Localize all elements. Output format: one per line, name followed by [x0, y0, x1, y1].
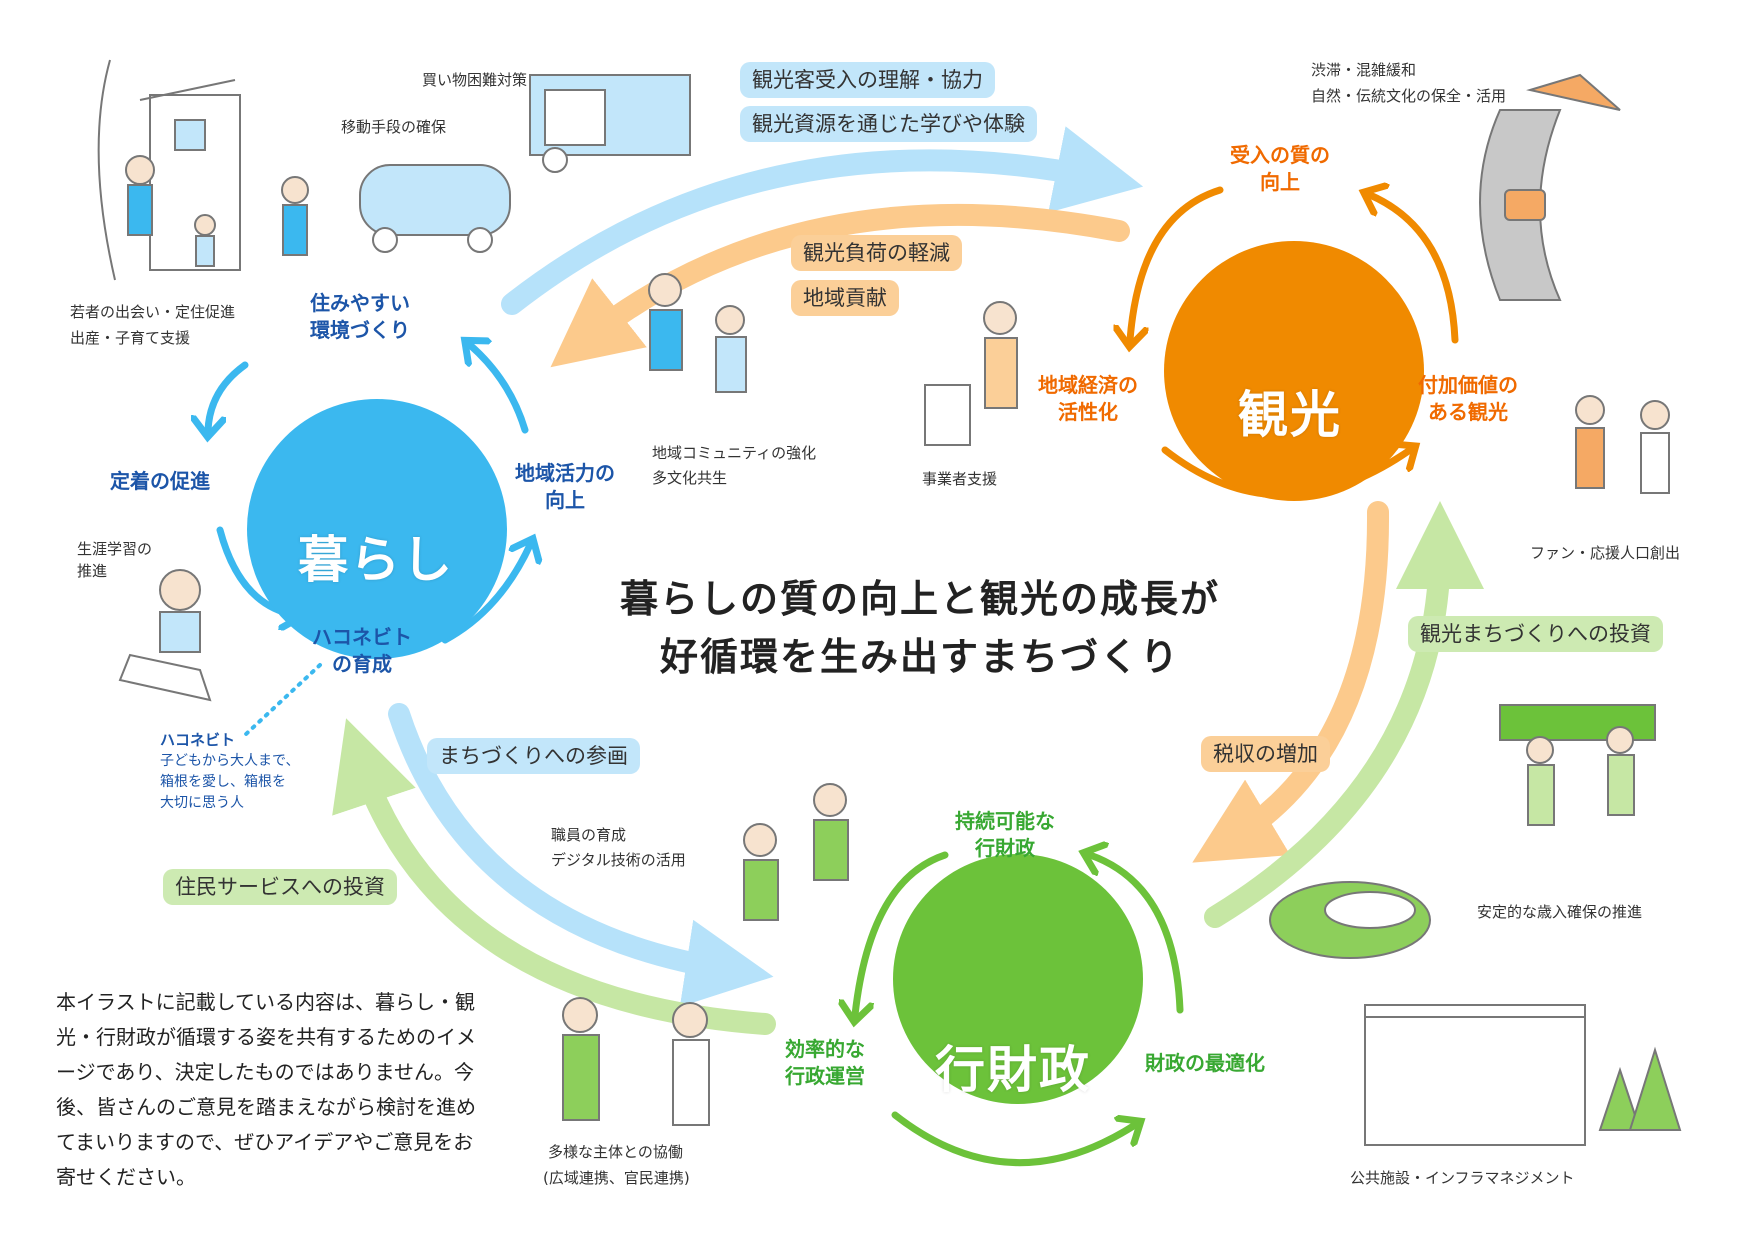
- hakonebito-note-line: 大切に思う人: [160, 795, 244, 811]
- flow-label-understanding: 観光客受入の理解・協力: [740, 62, 995, 98]
- main-title: 暮らしの質の向上と観光の成長が 好循環を生み出すまちづくり: [520, 570, 1320, 686]
- caption-business: 事業者支援: [922, 470, 998, 488]
- flow-label-load-reduction: 観光負荷の軽減: [791, 235, 962, 271]
- kanko-cycle-economy: 地域経済の 活性化: [1038, 373, 1138, 424]
- caption-family-1: 若者の出会い・定住促進: [70, 303, 236, 321]
- arrow-kurashi-to-kanko: [501, 126, 1144, 315]
- gyozai-hub-label: 行財政: [935, 1041, 1091, 1099]
- kanko-cycle-value: 付加価値の ある観光: [1418, 373, 1518, 424]
- public-facility-illustration: [1364, 1004, 1682, 1146]
- caption-traffic-1: 渋滞・混雑緩和: [1311, 61, 1417, 79]
- community-illustration: [648, 273, 747, 393]
- taxi-illustration: [359, 164, 511, 253]
- arrow-kanko-to-gyozai: [1192, 501, 1390, 863]
- main-title-line-2: 好循環を生み出すまちづくり: [659, 635, 1180, 679]
- kurashi-hub: [247, 399, 507, 659]
- caption-revenue: 安定的な歳入確保の推進: [1477, 903, 1643, 921]
- kurashi-cycle-livable: 住みやすい 環境づくり: [310, 291, 410, 342]
- flow-label-tourism-investment: 観光まちづくりへの投資: [1408, 616, 1663, 652]
- main-title-line-1: 暮らしの質の向上と観光の成長が: [619, 577, 1220, 621]
- caption-collab-1: 多様な主体との協働: [548, 1143, 683, 1161]
- flow-label-participation: まちづくりへの参画: [427, 738, 640, 774]
- arrow-kanko-to-kurashi: [550, 203, 1130, 368]
- caption-learning-1: 生涯学習の: [77, 540, 153, 558]
- kanko-hub-label: 観光: [1238, 386, 1342, 444]
- cafe-owner-illustration: [924, 301, 1018, 446]
- mobile-shop-truck-illustration: [529, 74, 691, 173]
- kurashi-cycle-settlement: 定着の促進: [110, 469, 210, 493]
- caption-fans: ファン・応援人口創出: [1530, 544, 1681, 562]
- flow-label-learning: 観光資源を通じた学びや体験: [740, 106, 1037, 142]
- hakonebito-note-line: 箱根を愛し、箱根を: [160, 774, 286, 790]
- hikers-illustration: [1575, 395, 1670, 494]
- caption-staff-2: デジタル技術の活用: [551, 851, 686, 869]
- mountain-road-illustration: [1479, 73, 1621, 301]
- caption-community-2: 多文化共生: [652, 469, 728, 487]
- staff-illustration: [743, 783, 849, 921]
- kurashi-cycle-hakonebito: ハコネビト の育成: [312, 625, 412, 676]
- caption-mobility: 移動手段の確保: [341, 118, 447, 136]
- kanko-cycle-quality: 受入の質の 向上: [1230, 143, 1330, 194]
- handshake-illustration: [562, 997, 710, 1126]
- gyozai-cycle-efficient: 効率的な 行政運営: [785, 1037, 865, 1088]
- caption-facilities: 公共施設・インフラマネジメント: [1350, 1169, 1575, 1187]
- flow-label-resident-services: 住民サービスへの投資: [163, 869, 397, 905]
- caption-collab-2: (広域連携、官民連携): [543, 1169, 690, 1187]
- flow-label-contribution: 地域貢献: [791, 280, 899, 316]
- gyozai-hub: [893, 854, 1143, 1104]
- caption-staff-1: 職員の育成: [551, 826, 627, 844]
- caption-community-1: 地域コミュニティの強化: [652, 444, 817, 462]
- kurashi-cycle-vitality: 地域活力の 向上: [515, 461, 615, 512]
- hakonebito-note-line: 子どもから大人まで、: [160, 753, 300, 769]
- gyozai-cycle-optimize: 財政の最適化: [1145, 1051, 1265, 1075]
- arrow-kurashi-to-gyozai: [388, 703, 774, 1007]
- onsen-visitors-illustration: [1269, 704, 1656, 959]
- hakonebito-note: ハコネビト 子どもから大人まで、 箱根を愛し、箱根を 大切に思う人: [160, 730, 299, 814]
- kurashi-hub-label: 暮らし: [298, 531, 454, 589]
- caption-family-2: 出産・子育て支援: [70, 329, 191, 347]
- gyozai-cycle-sustainable: 持続可能な 行財政: [955, 809, 1055, 860]
- caption-shopping: 買い物困難対策: [422, 71, 528, 89]
- learning-child-illustration: [118, 569, 212, 702]
- hakonebito-note-title: ハコネビト: [160, 731, 236, 749]
- caption-learning-2: 推進: [77, 562, 108, 580]
- arrow-gyozai-to-kanko: [1204, 501, 1484, 928]
- house-family-illustration: [97, 59, 309, 281]
- kanko-hub: [1164, 241, 1424, 501]
- flow-label-tax-increase: 税収の増加: [1201, 736, 1330, 772]
- gyozai-cycle-arrows: [855, 855, 1184, 1167]
- caption-traffic-2: 自然・伝統文化の保全・活用: [1311, 87, 1507, 105]
- disclaimer-text: 本イラストに記載している内容は、暮らし・観光・行財政が循環する姿を共有するための…: [56, 990, 476, 1189]
- hakonebito-dotted-line: [243, 663, 322, 737]
